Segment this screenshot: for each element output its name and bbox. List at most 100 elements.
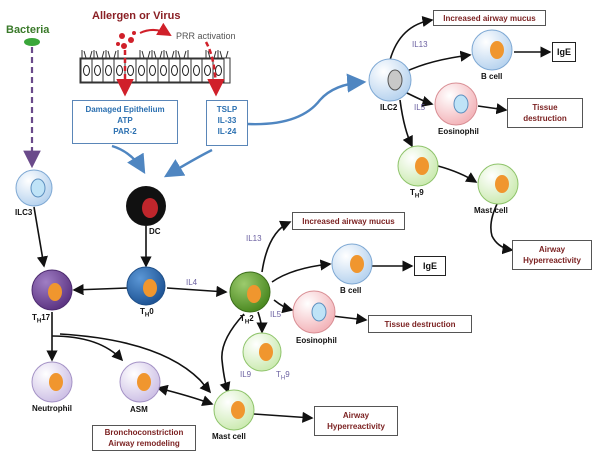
th9-mid-tail: 9	[285, 370, 290, 379]
th0-tail: 0	[149, 307, 154, 316]
th0-th2-arrow	[166, 285, 228, 297]
th9-top-tail: 9	[419, 188, 424, 197]
damaged-epithelium-box: Damaged Epithelium ATP PAR-2	[72, 100, 178, 144]
ilc3-label: ILC3	[15, 208, 33, 217]
broncho-box: Bronchoconstriction Airway remodeling	[92, 425, 196, 451]
mast-bottom-cell	[213, 389, 255, 431]
bcell-top-cell	[471, 29, 513, 71]
il5-mid-label: IL5	[270, 310, 282, 319]
eos-top-label: Eosinophil	[438, 127, 479, 136]
bcell-top-label: B cell	[481, 72, 503, 81]
mast-bottom-label: Mast cell	[212, 432, 246, 441]
epithelium-dc-arrow	[111, 144, 146, 175]
bacteria-label: Bacteria	[6, 24, 50, 36]
prr-label: PRR activation	[176, 31, 236, 41]
mast-hyper-arrow	[490, 201, 514, 255]
ilc2-mucus-arrow	[389, 15, 434, 61]
th2-cell	[229, 271, 271, 313]
th17-cell	[31, 269, 73, 311]
cytokine-line-2: IL-33	[217, 116, 237, 125]
epithelium-layer	[79, 50, 231, 84]
th2-th9-arrow	[256, 311, 268, 334]
allergen-virus-icon	[116, 31, 136, 49]
il4-label: IL4	[186, 278, 198, 287]
prr-arrow	[139, 22, 172, 37]
th2-mast-arrow	[219, 313, 245, 394]
neutrophil-label: Neutrophil	[32, 404, 72, 413]
eos-top-cell	[434, 82, 478, 126]
th2-eos-arrow	[273, 299, 294, 314]
th17-tail: 17	[41, 313, 51, 322]
hyper-bottom-text: Airway Hyperreactivity	[327, 411, 385, 431]
ilc2-eos-arrow	[404, 91, 434, 107]
th2-mucus-arrow	[261, 220, 292, 273]
ilc2-label: ILC2	[380, 103, 398, 112]
mast-hyper-bottom-arrow	[253, 411, 314, 423]
hyper-top-text: Airway Hyperreactivity	[523, 245, 581, 265]
th9-top-sub: H	[414, 193, 420, 200]
asm-cell	[119, 361, 161, 403]
neutrophil-cell	[31, 361, 73, 403]
th17-main: T	[32, 313, 37, 322]
eos-mid-cell	[292, 290, 336, 334]
ilc2-bcell-arrow	[404, 50, 472, 73]
th9-mid-sub: H	[280, 375, 286, 382]
th2-label: TH2	[240, 314, 254, 328]
dc-cell	[126, 186, 166, 226]
epithelium-line-1: Damaged Epithelium	[85, 105, 165, 114]
mast-top-cell	[477, 163, 519, 205]
cytokines-ilc2-arrow	[247, 73, 367, 126]
prr-epithelium-arrow	[204, 41, 225, 97]
epithelium-line-2: ATP	[117, 116, 133, 125]
tissue-mid-box: Tissue destruction	[368, 315, 472, 333]
bacteria-icon	[24, 38, 40, 46]
th17-mast-arrow	[59, 333, 212, 394]
allergen-label: Allergen or Virus	[92, 10, 181, 22]
th0-sub: H	[144, 312, 150, 319]
th9-top-label: TH9	[410, 188, 424, 202]
cytokine-line-1: TSLP	[216, 105, 238, 114]
th2-tail: 2	[249, 314, 254, 323]
cytokine-line-3: IL-24	[217, 127, 237, 136]
il13-mid-label: IL13	[246, 234, 262, 243]
bcell-mid-cell	[331, 243, 373, 285]
ilc3-th17-arrow	[33, 206, 48, 268]
mucus-mid-box: Increased airway mucus	[292, 212, 405, 230]
eos-tissue-arrow	[477, 103, 508, 115]
cytokine-box: TSLP IL-33 IL-24	[206, 100, 248, 146]
th9-top-main: T	[410, 188, 415, 197]
ilc2-th9-arrow	[399, 99, 413, 148]
th9-mid-cell	[242, 332, 282, 372]
hyper-bottom-box: Airway Hyperreactivity	[314, 406, 398, 436]
th9-mid-label: TH9	[276, 370, 290, 384]
th17-sub: H	[36, 318, 42, 325]
th9-mid-main: T	[276, 370, 281, 379]
bcell-mid-label: B cell	[340, 286, 362, 295]
ilc3-cell	[15, 169, 53, 207]
th2-bcell-arrow	[271, 259, 332, 283]
asm-label: ASM	[130, 405, 148, 414]
eos-tissue-mid-arrow	[331, 313, 368, 325]
il13-top-label: IL13	[412, 40, 428, 49]
th0-main: T	[140, 307, 145, 316]
cytokines-dc-arrow	[163, 148, 213, 178]
th17-asm-arrow	[51, 335, 124, 362]
dc-label: DC	[149, 227, 161, 236]
th2-sub: H	[244, 319, 250, 326]
remodel-text: Airway remodeling	[108, 439, 180, 448]
hyper-top-box: Airway Hyperreactivity	[512, 240, 592, 270]
th0-th17-arrow	[72, 284, 128, 296]
mucus-top-box: Increased airway mucus	[433, 10, 546, 26]
th0-cell	[126, 266, 166, 306]
th9-top-cell	[397, 145, 439, 187]
tissue-top-text: Tissue destruction	[523, 103, 567, 123]
th2-main: T	[240, 314, 245, 323]
mast-top-label: Mast cell	[474, 206, 508, 215]
il5-top-label: IL5	[414, 103, 426, 112]
asm-mast-arrow	[156, 384, 214, 406]
il9-label: IL9	[240, 370, 252, 379]
epithelium-line-3: PAR-2	[113, 127, 137, 136]
th0-label: TH0	[140, 307, 154, 321]
th17-label: TH17	[32, 313, 50, 327]
